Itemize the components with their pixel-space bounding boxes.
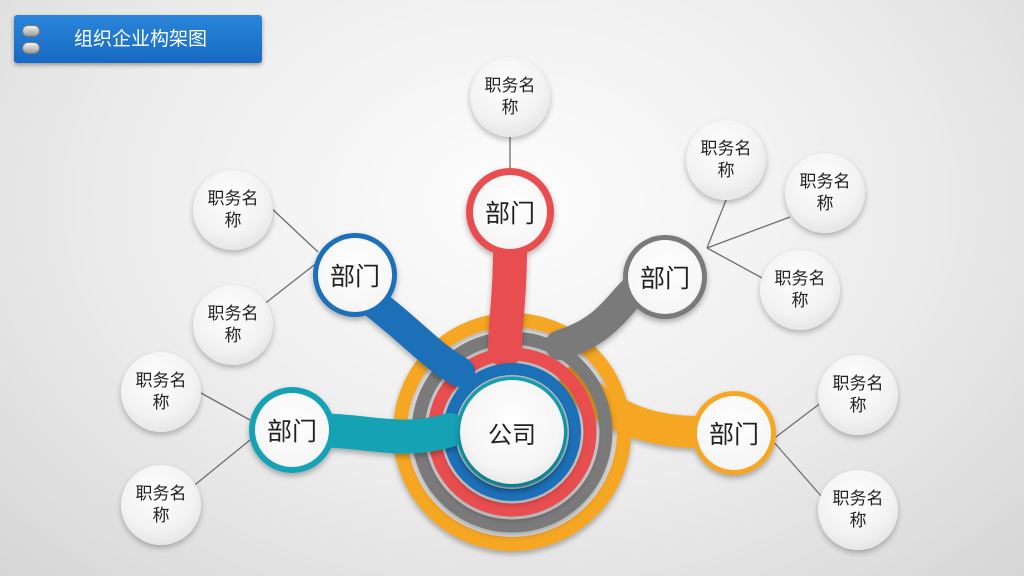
- role-label: 职务名称: [799, 172, 851, 214]
- role-label: 职务名称: [832, 489, 884, 531]
- role-label: 职务名称: [135, 484, 187, 526]
- role-node: 职务名称: [121, 465, 201, 545]
- company-label: 公司: [488, 420, 536, 449]
- role-label: 职务名称: [207, 304, 259, 346]
- role-label: 职务名称: [832, 374, 884, 416]
- role-label: 职务名称: [700, 139, 752, 181]
- dept-node-teal: 部门: [255, 393, 329, 467]
- binder-ring-icon: [22, 42, 40, 54]
- role-node: 职务名称: [193, 170, 273, 250]
- title-banner: 组织企业构架图: [14, 15, 262, 63]
- role-node: 职务名称: [818, 355, 898, 435]
- role-node: 职务名称: [686, 120, 766, 200]
- dept-label: 部门: [708, 420, 759, 449]
- dept-node-gray: 部门: [628, 240, 702, 314]
- binder-ring-icon: [22, 25, 40, 37]
- role-label: 职务名称: [484, 76, 536, 118]
- role-label: 职务名称: [135, 371, 187, 413]
- dept-label: 部门: [484, 199, 535, 228]
- page-title: 组织企业构架图: [74, 28, 208, 50]
- role-node: 职务名称: [760, 250, 840, 330]
- dept-label: 部门: [266, 417, 317, 446]
- role-node: 职务名称: [193, 285, 273, 365]
- dept-node-red: 部门: [473, 175, 547, 249]
- role-node: 职务名称: [121, 352, 201, 432]
- connector-lines: [179, 135, 823, 498]
- dept-node-orange: 部门: [697, 396, 771, 470]
- company-node: 公司: [460, 380, 564, 484]
- role-label: 职务名称: [207, 189, 259, 231]
- role-node: 职务名称: [470, 57, 550, 137]
- role-label: 职务名称: [774, 269, 826, 311]
- role-node: 职务名称: [818, 470, 898, 550]
- dept-node-blue: 部门: [318, 238, 392, 312]
- dept-label: 部门: [639, 264, 690, 293]
- role-node: 职务名称: [785, 153, 865, 233]
- dept-label: 部门: [329, 262, 380, 291]
